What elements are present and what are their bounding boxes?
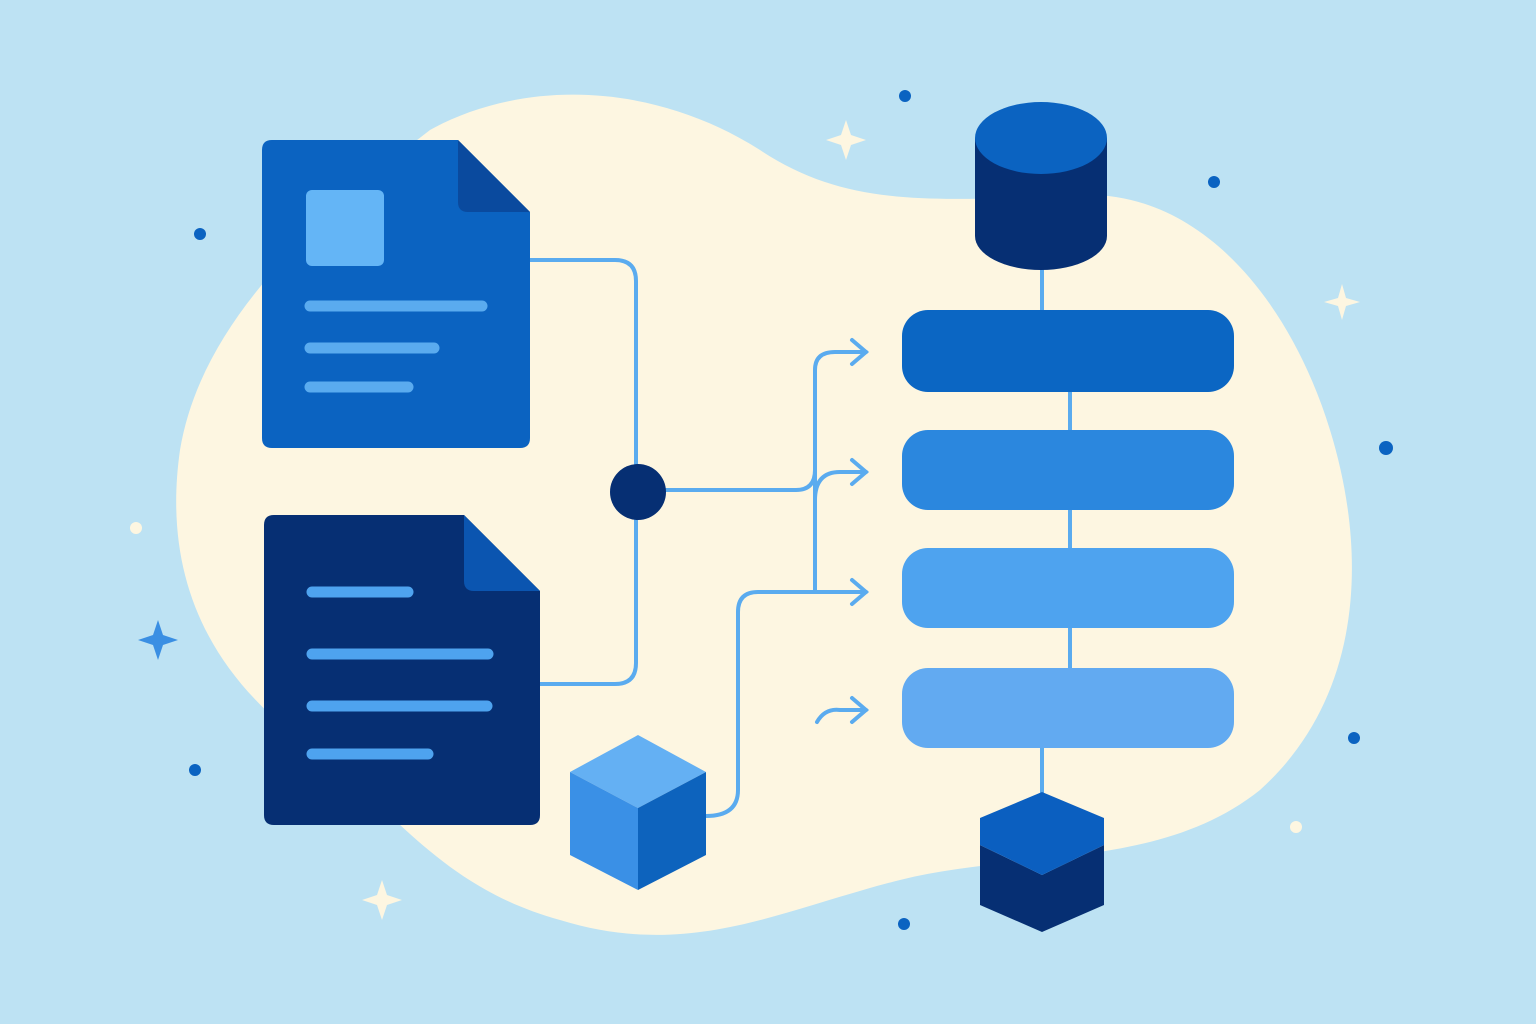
spine-line xyxy=(1040,258,1072,802)
arrow-icon xyxy=(850,338,870,366)
decorations xyxy=(130,90,1393,930)
database-icon xyxy=(975,102,1107,270)
dot xyxy=(898,918,910,930)
sparkle-icon xyxy=(362,880,402,920)
connector-doc2-hub xyxy=(538,488,638,686)
connector-doc1-hub xyxy=(528,258,638,492)
arrow-icon xyxy=(850,458,870,486)
arrow-icon xyxy=(850,578,870,606)
sparkle-icon xyxy=(1324,284,1360,320)
sparkle-icon xyxy=(138,620,178,660)
dot xyxy=(189,764,201,776)
connector-bar4 xyxy=(815,707,868,724)
connector-cube-bar3 xyxy=(704,590,868,818)
connector-hub-bar1 xyxy=(664,350,868,492)
dot xyxy=(130,522,142,534)
sparkle-icon xyxy=(826,120,866,160)
stage-bar-4 xyxy=(902,668,1234,748)
connector-lines xyxy=(528,258,1072,818)
cube-icon xyxy=(570,735,706,890)
arrow-icon xyxy=(850,696,870,724)
document-icon xyxy=(262,140,530,448)
hexagon-cube-icon xyxy=(980,792,1104,932)
dot xyxy=(1348,732,1360,744)
dot xyxy=(1208,176,1220,188)
stage-bar-1 xyxy=(902,310,1234,392)
dot xyxy=(899,90,911,102)
document-icon xyxy=(264,515,540,825)
stage-bar-3 xyxy=(902,548,1234,628)
dot xyxy=(194,228,206,240)
dot xyxy=(1290,821,1302,833)
dot xyxy=(1379,441,1393,455)
hub-node-icon xyxy=(610,464,666,520)
stage-bar-2 xyxy=(902,430,1234,510)
